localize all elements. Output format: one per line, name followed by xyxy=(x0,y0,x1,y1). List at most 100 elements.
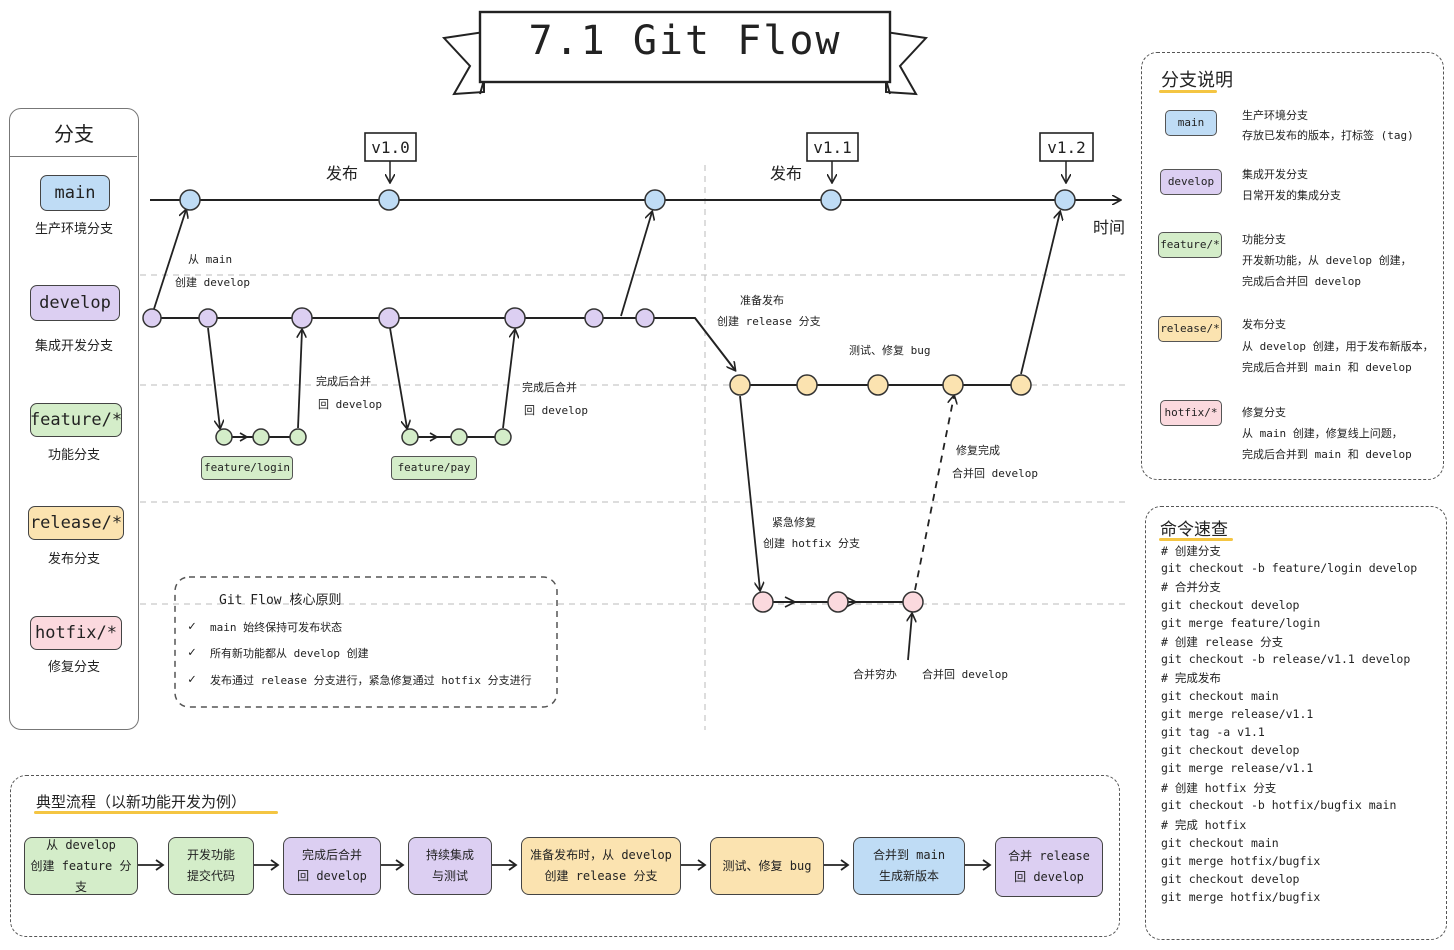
cmd-line: # 创建分支 xyxy=(1161,544,1221,558)
legend-badge-hotfix: hotfix/* xyxy=(1160,400,1222,426)
cmd-line: git checkout develop xyxy=(1161,598,1300,612)
flow-step-2-l2: 提交代码 xyxy=(186,869,235,883)
cmd-line: git checkout -b release/v1.1 develop xyxy=(1161,652,1411,666)
tag-v1-2 xyxy=(1039,132,1094,182)
sidebar-title: 分支 xyxy=(54,122,94,146)
flow-step-3: 完成后合并回 develop xyxy=(283,837,381,895)
sidebar-divider xyxy=(10,156,137,157)
command-panel xyxy=(1145,506,1447,940)
flow-step-6: 测试、修复 bug xyxy=(710,837,824,895)
note-merge-back-2a: 完成后合并 xyxy=(522,381,577,394)
release-commits xyxy=(729,374,1032,396)
flow-step-3-l2: 回 develop xyxy=(297,869,367,883)
principle-check-3: ✓ xyxy=(188,672,196,687)
legend-title-underline xyxy=(1159,90,1217,93)
legend-badge-feature: feature/* xyxy=(1158,232,1222,258)
cmd-line: git checkout main xyxy=(1161,689,1279,703)
note-urgent-2: 创建 hotfix 分支 xyxy=(763,537,860,550)
flow-step-6-l1: 测试、修复 bug xyxy=(722,858,812,873)
legend-develop-line-2: 日常开发的集成分支 xyxy=(1242,189,1341,202)
flow-step-8-l1: 合并 release xyxy=(1008,849,1090,863)
flow-step-5-l1: 准备发布时，从 develop xyxy=(530,848,672,862)
note-urgent-1: 紧急修复 xyxy=(772,516,816,529)
branch-sidebar xyxy=(9,108,139,730)
sidebar-badge-release: release/* xyxy=(28,506,124,540)
principle-1: main 始终保持可发布状态 xyxy=(210,621,343,634)
hotfix-merge-dashed xyxy=(914,396,954,591)
title-banner xyxy=(441,10,929,96)
cmd-line: git checkout -b hotfix/bugfix main xyxy=(1161,798,1397,812)
time-axis-label: 时间 xyxy=(1093,218,1126,237)
sidebar-desc-feature: 功能分支 xyxy=(47,448,100,463)
sidebar-badge-develop: develop xyxy=(30,285,120,321)
page-title: 7.1 Git Flow xyxy=(528,18,842,64)
legend-hotfix-line-3: 完成后合并到 main 和 develop xyxy=(1242,448,1412,461)
flow-step-4-l2: 与测试 xyxy=(431,869,468,883)
cmd-line: git merge release/v1.1 xyxy=(1161,707,1314,721)
cmd-line: # 创建 hotfix 分支 xyxy=(1161,781,1277,795)
legend-panel xyxy=(1141,52,1444,480)
note-test-fix: 测试、修复 bug xyxy=(849,344,931,357)
sidebar-desc-release: 发布分支 xyxy=(47,552,100,567)
develop-to-release-line xyxy=(645,317,735,370)
note-merge-back-2b: 回 develop xyxy=(524,404,588,417)
legend-badge-develop: develop xyxy=(1160,169,1222,195)
feature-commits xyxy=(215,428,512,446)
feature-pay-tag: feature/pay xyxy=(391,456,477,480)
note-merge-a: 合并穷办 xyxy=(853,668,897,681)
flow-step-1-l1: 从 develop xyxy=(46,837,116,852)
legend-hotfix-line-2: 从 main 创建，修复线上问题， xyxy=(1242,427,1403,440)
legend-title: 分支说明 xyxy=(1161,70,1233,91)
tag-v1-1 xyxy=(806,132,859,182)
flow-step-4: 持续集成与测试 xyxy=(408,837,492,895)
note-hotfix-done-2: 合并回 develop xyxy=(952,467,1038,480)
flow-step-5-l2: 创建 release 分支 xyxy=(544,869,658,883)
note-merge-back-1a: 完成后合并 xyxy=(316,375,371,388)
flow-title-underline xyxy=(34,811,278,814)
sidebar-desc-hotfix: 修复分支 xyxy=(47,660,100,675)
cmd-line: git tag -a v1.1 xyxy=(1161,725,1265,739)
note-hotfix-done-1: 修复完成 xyxy=(956,444,1000,457)
legend-develop-line-1: 集成开发分支 xyxy=(1242,168,1308,181)
hotfix-commits xyxy=(752,591,924,613)
note-merge-back-1b: 回 develop xyxy=(318,398,382,411)
cmd-line: # 创建 release 分支 xyxy=(1161,635,1284,649)
sidebar-desc-main: 生产环境分支 xyxy=(34,222,113,237)
cmd-line: # 合并分支 xyxy=(1161,580,1221,594)
command-title-underline xyxy=(1159,538,1233,541)
cmd-line: git merge feature/login xyxy=(1161,616,1321,630)
legend-feature-line-1: 功能分支 xyxy=(1242,233,1286,246)
note-from-main-2: 创建 develop xyxy=(175,276,250,289)
cmd-line: git merge release/v1.1 xyxy=(1161,761,1314,775)
legend-release-line-2: 从 develop 创建，用于发布新版本， xyxy=(1242,340,1434,353)
principle-check-2: ✓ xyxy=(188,645,196,660)
sidebar-badge-feature: feature/* xyxy=(30,403,122,437)
note-merge-b: 合并回 develop xyxy=(922,668,1008,681)
legend-release-line-1: 发布分支 xyxy=(1242,318,1286,331)
develop-commits xyxy=(142,307,655,329)
publish-label-2: 发布 xyxy=(770,164,803,183)
cmd-line: # 完成发布 xyxy=(1161,671,1221,685)
legend-feature-line-3: 完成后合并回 develop xyxy=(1242,275,1361,288)
flow-step-4-l1: 持续集成 xyxy=(425,848,474,862)
legend-hotfix-line-1: 修复分支 xyxy=(1242,406,1286,419)
sidebar-badge-hotfix: hotfix/* xyxy=(30,616,122,650)
flow-step-2-l1: 开发功能 xyxy=(186,848,235,862)
cmd-line: git checkout -b feature/login develop xyxy=(1161,561,1418,575)
cmd-line: git merge hotfix/bugfix xyxy=(1161,890,1321,904)
cmd-line: git checkout develop xyxy=(1161,872,1300,886)
publish-label-1: 发布 xyxy=(326,164,359,183)
legend-badge-main: main xyxy=(1165,110,1217,136)
legend-release-line-3: 完成后合并到 main 和 develop xyxy=(1242,361,1412,374)
tag-v1-0 xyxy=(364,132,417,182)
main-commits xyxy=(179,189,1076,211)
legend-main-line-1: 生产环境分支 xyxy=(1242,109,1308,122)
principles-box xyxy=(174,576,558,708)
principles-title: Git Flow 核心原则 xyxy=(219,593,342,608)
flow-step-5: 准备发布时，从 develop 创建 release 分支 xyxy=(521,837,681,895)
flow-arrows xyxy=(138,859,992,871)
principle-2: 所有新功能都从 develop 创建 xyxy=(210,647,369,660)
principle-check-1: ✓ xyxy=(188,619,196,634)
